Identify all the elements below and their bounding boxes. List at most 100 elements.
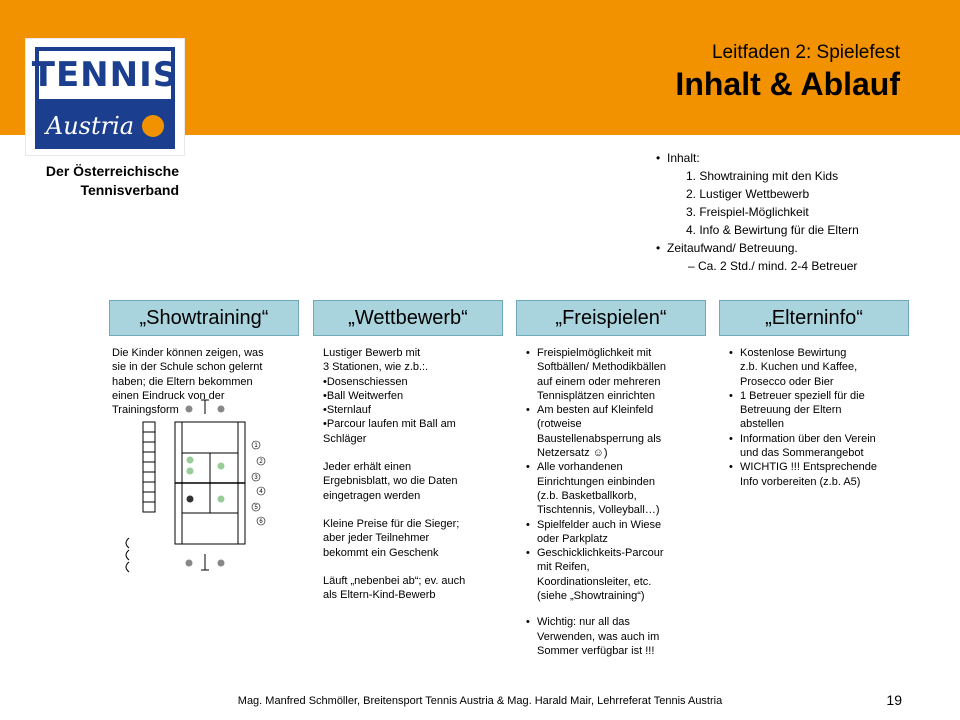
text-line: auf einem oder mehreren: [537, 375, 661, 388]
text-line: •Dosenschiessen: [323, 375, 408, 388]
contents-item: 2. Lustiger Wettbewerb: [686, 187, 810, 201]
org-line-1: Der Österreichische: [45, 163, 179, 179]
text-line: 3 Stationen, wie z.b.:.: [323, 361, 429, 374]
text-line: Die Kinder können zeigen, was: [112, 347, 264, 359]
text-line: •Parcour laufen mit Ball am: [323, 418, 456, 431]
contents-item: 1. Showtraining mit den Kids: [686, 169, 839, 183]
text-line: Baustellenabsperrung als: [537, 432, 662, 445]
text-line: oder Parkplatz: [537, 532, 608, 545]
logo-wordmark: TENNIS: [32, 47, 177, 103]
text-line: Netzersatz ☺): [537, 447, 608, 460]
elterninfo-list: Kostenlose Bewirtung z.b. Kuchen und Kaf…: [729, 346, 914, 489]
inhalt-label: Inhalt:: [656, 149, 859, 167]
text-line: Betreuung der Eltern: [740, 404, 842, 417]
list-item: Alle vorhandenen Einrichtungen einbinden…: [526, 460, 706, 517]
column-header-elterninfo: „Elterninfo“: [719, 300, 909, 336]
text-line: Ergebnisblatt, wo die Daten: [323, 475, 458, 488]
station-label: 6: [259, 519, 263, 525]
text-line: Info vorbereiten (z.b. A5): [740, 475, 861, 488]
list-item: Freispielmöglichkeit mit Softbällen/ Met…: [526, 346, 706, 403]
text-line: eingetragen werden: [323, 489, 421, 502]
list-item: 1 Betreuer speziell für die Betreuung de…: [729, 389, 914, 432]
text-line: Softbällen/ Methodikbällen: [537, 361, 667, 374]
text-line: Schläger: [323, 432, 367, 445]
showtraining-text: Die Kinder können zeigen, was sie in der…: [112, 346, 297, 417]
text-line: Läuft „nebenbei ab“; ev. auch: [323, 574, 466, 587]
text-line: und das Sommerangebot: [740, 447, 864, 460]
column-header-freispielen: „Freispielen“: [516, 300, 706, 336]
text-line: Freispielmöglichkeit mit: [537, 347, 652, 359]
page-number: 19: [886, 692, 902, 708]
contents-item: 4. Info & Bewirtung für die Eltern: [686, 223, 859, 237]
text-line: aber jeder Teilnehmer: [323, 532, 430, 545]
text-line: Am besten auf Kleinfeld: [537, 404, 654, 417]
text-line: (rotweise: [537, 418, 582, 431]
text-line: Einrichtungen einbinden: [537, 475, 656, 488]
contents-list: Inhalt: 1. Showtraining mit den Kids 2. …: [656, 149, 859, 275]
text-line: Tennisplätzen einrichten: [537, 389, 656, 402]
text-line: Koordinationsleiter, etc.: [537, 575, 652, 588]
text-line: Prosecco oder Bier: [740, 375, 834, 388]
tennis-austria-logo: TENNIS Austria: [25, 38, 185, 156]
text-line: z.b. Kuchen und Kaffee,: [740, 361, 858, 374]
column-header-wettbewerb: „Wettbewerb“: [313, 300, 503, 336]
text-line: Verwenden, was auch im: [537, 630, 660, 643]
text-line: Kostenlose Bewirtung: [740, 347, 847, 359]
wettbewerb-text: Lustiger Bewerb mit 3 Stationen, wie z.b…: [323, 346, 503, 602]
list-item: Am besten auf Kleinfeld (rotweise Bauste…: [526, 403, 706, 460]
text-line: (z.b. Basketballkorb,: [537, 489, 637, 502]
text-line: Spielfelder auch in Wiese: [537, 518, 662, 531]
text-line: einen Eindruck von der: [112, 389, 225, 402]
zeitaufwand-detail: – Ca. 2 Std./ mind. 2-4 Betreuer: [688, 259, 858, 273]
list-item: Spielfelder auch in Wiese oder Parkplatz: [526, 518, 706, 547]
logo-subline-text: Austria: [45, 112, 135, 140]
text-line: Jeder erhält einen: [323, 461, 412, 474]
text-line: Lustiger Bewerb mit: [323, 347, 421, 359]
text-line: Geschicklichkeits-Parcour: [537, 547, 664, 560]
text-line: als Eltern-Kind-Bewerb: [323, 589, 436, 602]
station-label: 3: [254, 475, 258, 481]
contents-item: 3. Freispiel-Möglichkeit: [686, 205, 809, 219]
column-header-showtraining: „Showtraining“: [109, 300, 299, 336]
zeitaufwand-label: Zeitaufwand/ Betreuung.: [656, 239, 859, 257]
text-line: haben; die Eltern bekommen: [112, 375, 253, 388]
text-line: (siehe „Showtraining“): [537, 590, 645, 603]
text-line: Information über den Verein: [740, 432, 876, 445]
text-line: Wichtig: nur all das: [537, 616, 630, 629]
freispielen-list: Freispielmöglichkeit mit Softbällen/ Met…: [526, 346, 706, 658]
list-item: Geschicklichkeits-Parcour mit Reifen, Ko…: [526, 546, 706, 603]
station-label: 5: [254, 505, 258, 511]
court-diagram: 1 2 3 4 5 6: [125, 399, 266, 573]
station-label: 4: [259, 489, 263, 495]
slide-subtitle: Leitfaden 2: Spielefest: [711, 42, 900, 63]
spacer: [323, 560, 503, 574]
text-line: 1 Betreuer speziell für die: [740, 389, 865, 402]
text-line: Tischtennis, Volleyball…): [537, 504, 660, 517]
text-line: Sommer verfügbar ist !!!: [537, 644, 655, 657]
text-line: mit Reifen,: [537, 561, 590, 574]
list-item: Wichtig: nur all das Verwenden, was auch…: [526, 615, 706, 658]
footer-credits: Mag. Manfred Schmöller, Breitensport Ten…: [237, 695, 723, 707]
text-line: WICHTIG !!! Entsprechende: [740, 461, 877, 474]
spacer: [526, 603, 706, 615]
logo-subline: Austria: [35, 103, 175, 149]
text-line: abstellen: [740, 418, 785, 431]
text-line: •Ball Weitwerfen: [323, 389, 404, 402]
slide-title: Inhalt & Ablauf: [675, 66, 900, 102]
spacer: [323, 446, 503, 460]
tennis-ball-icon: [142, 115, 165, 137]
list-item: Information über den Verein und das Somm…: [729, 432, 914, 461]
text-line: •Sternlauf: [323, 404, 371, 417]
text-line: Alle vorhandenen: [537, 461, 623, 474]
text-line: bekommt ein Geschenk: [323, 546, 439, 559]
org-line-2: Tennisverband: [80, 182, 179, 198]
station-label: 1: [254, 443, 258, 449]
list-item: Kostenlose Bewirtung z.b. Kuchen und Kaf…: [729, 346, 914, 389]
text-line: Kleine Preise für die Sieger;: [323, 517, 460, 530]
organization-name: Der Österreichische Tennisverband: [46, 162, 179, 200]
coordination-ladder: [142, 421, 156, 513]
text-line: sie in der Schule schon gelernt: [112, 361, 263, 374]
text-line: Trainingsform: [112, 404, 179, 417]
list-item: WICHTIG !!! Entsprechende Info vorbereit…: [729, 460, 914, 489]
station-label: 2: [259, 459, 263, 465]
